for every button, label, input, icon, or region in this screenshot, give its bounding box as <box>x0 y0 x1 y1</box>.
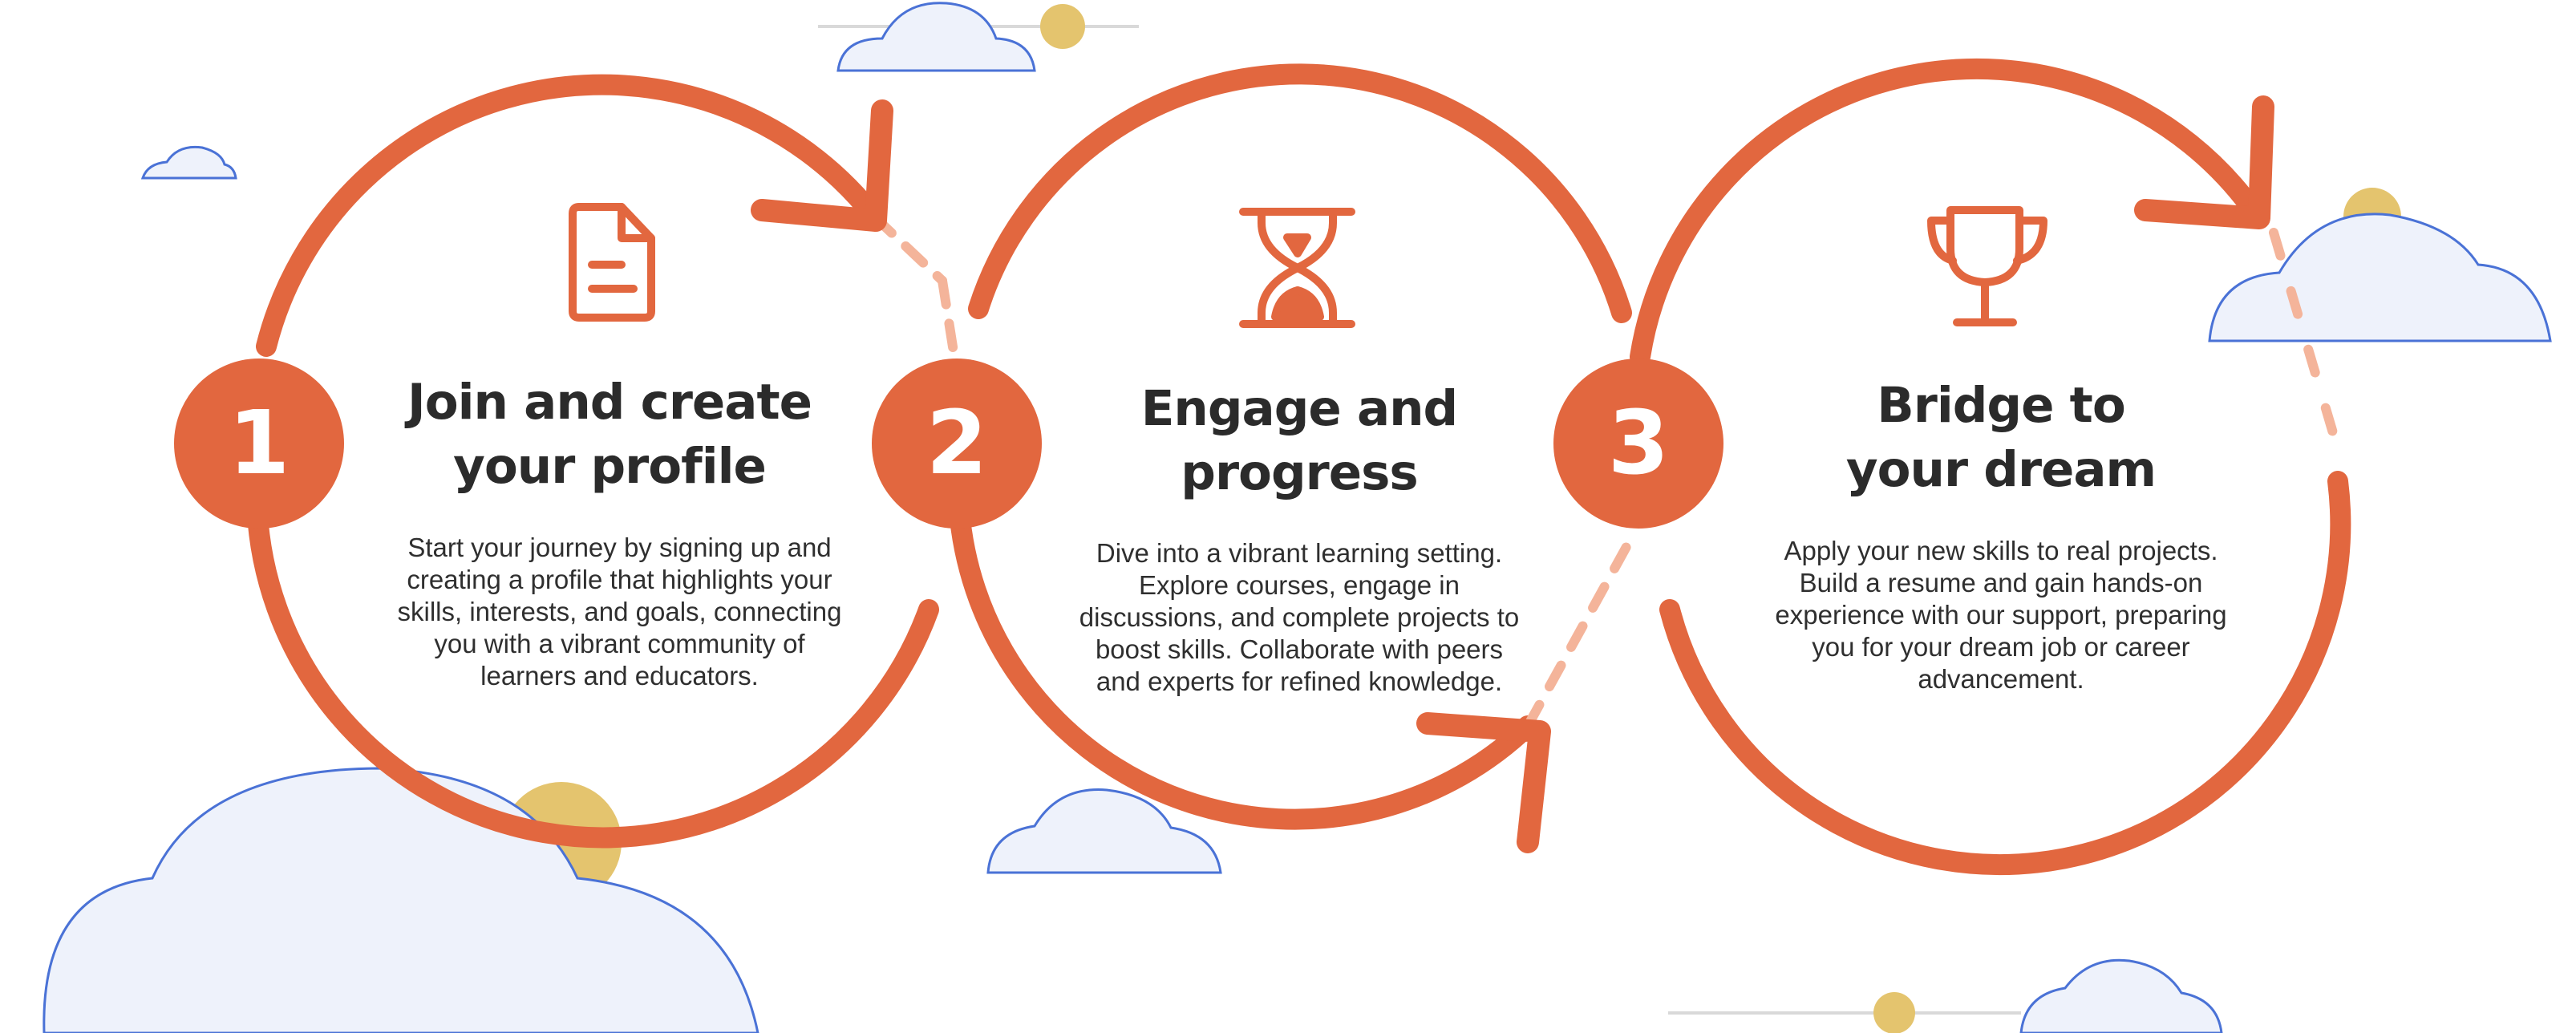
ring-2 <box>938 63 1641 830</box>
step-1-description-line: creating a profile that highlights your <box>407 565 832 594</box>
step-3-title-line1: Bridge to <box>1877 377 2126 434</box>
trophy-icon <box>1927 206 2047 326</box>
step-2-description-line: and experts for refined knowledge. <box>1096 666 1503 696</box>
step-2-title: Engage and progress <box>1067 377 1532 505</box>
step-3-description-line: Apply your new skills to real projects. <box>1784 536 2218 565</box>
step-2-title-line2: progress <box>1181 444 1418 501</box>
step-3-title: Bridge to your dream <box>1768 374 2234 502</box>
cloud-icon <box>2019 958 2223 1033</box>
cloud-icon <box>2208 213 2552 342</box>
cloud-icon <box>836 2 1036 72</box>
hourglass-icon <box>1239 208 1355 328</box>
step-2-description-line: Explore courses, engage in <box>1139 570 1460 600</box>
cloud-icon <box>140 145 237 180</box>
step-number-3-label: 3 <box>1608 391 1670 494</box>
ring-1 <box>246 74 947 849</box>
step-1-description-line: Start your journey by signing up and <box>407 533 832 562</box>
arrow-1 <box>751 99 893 232</box>
background-decorations <box>43 2 2552 1033</box>
step-2-title-line1: Engage and <box>1140 380 1458 437</box>
step-1-description-line: you with a vibrant community of <box>434 629 805 658</box>
step-number-3: 3 <box>1553 359 1723 529</box>
step-2-description-line: boost skills. Collaborate with peers <box>1095 634 1504 664</box>
document-icon <box>569 203 655 322</box>
step-1-title: Join and create your profile <box>377 371 842 499</box>
arrow-3 <box>2134 95 2274 229</box>
sun-icon <box>1873 992 1915 1033</box>
step-3-description-line: you for your dream job or career <box>1812 632 2190 662</box>
step-3-title-line2: your dream <box>1845 441 2157 498</box>
step-number-1-label: 1 <box>229 391 290 494</box>
step-number-2: 2 <box>872 359 1042 529</box>
step-3-description-line: Build a resume and gain hands-on <box>1799 568 2203 598</box>
ring-3 <box>1630 58 2351 876</box>
step-2-description-line: Dive into a vibrant learning setting. <box>1096 538 1503 568</box>
step-1-description: Start your journey by signing up and cre… <box>369 532 870 692</box>
step-2-description: Dive into a vibrant learning setting. Ex… <box>1043 537 1556 698</box>
step-1-description-line: skills, interests, and goals, connecting <box>397 597 842 626</box>
step-number-1: 1 <box>174 359 344 529</box>
step-3-description: Apply your new skills to real projects. … <box>1744 535 2258 695</box>
cloud-icon <box>43 767 759 1033</box>
sun-icon <box>1040 4 1085 49</box>
step-3-description-line: experience with our support, preparing <box>1775 600 2227 630</box>
arrow-2 <box>1416 712 1551 853</box>
step-1-description-line: learners and educators. <box>480 661 759 691</box>
cloud-icon <box>986 788 1222 874</box>
step-1-title-line1: Join and create <box>407 374 812 431</box>
step-1-title-line2: your profile <box>453 438 767 495</box>
step-number-2-label: 2 <box>926 391 988 494</box>
step-2-description-line: discussions, and complete projects to <box>1079 602 1520 632</box>
step-3-description-line: advancement. <box>1918 664 2084 694</box>
